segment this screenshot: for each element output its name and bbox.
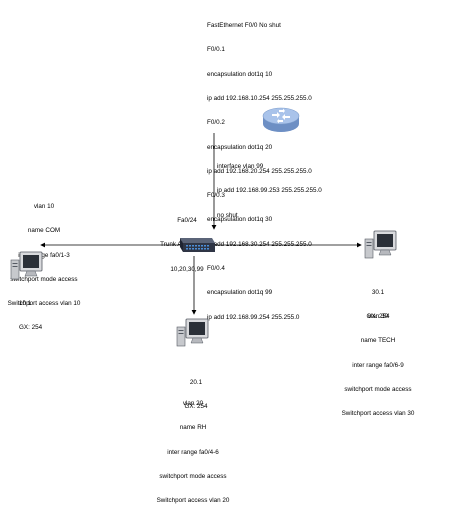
connection-lines xyxy=(40,133,362,315)
router-icon[interactable] xyxy=(262,107,300,133)
pc-gateway: GX: 254 xyxy=(366,313,390,321)
vlan-line: Switchport access vlan 30 xyxy=(341,410,415,418)
switch-mgmt-line: no shut xyxy=(217,211,238,219)
bottom-vlan-config: vlan 20 name RH inter range fa0/4-6 swit… xyxy=(145,384,241,514)
bottom-pc-address: 20.1 GX: 254 xyxy=(176,363,216,420)
left-pc-address: 10.1 GX: 254 xyxy=(19,284,42,341)
vlan-line: switchport mode access xyxy=(159,473,227,481)
vlan-line: vlan 20 xyxy=(182,400,204,408)
vlan-line: name COM xyxy=(27,227,61,235)
router-config-line: encapsulation dot1q 99 xyxy=(207,289,273,297)
router-config-line: ip add 192.168.10.254 255.255.255.0 xyxy=(207,95,312,103)
vlan-line: Switchport access vlan 10 xyxy=(7,300,81,308)
trunk-vlans: 10,20,30,99 xyxy=(170,265,204,273)
pc-icon[interactable] xyxy=(364,230,398,260)
vlan-line: vlan 10 xyxy=(33,203,55,211)
router-config-line: F0/0.1 xyxy=(207,46,225,54)
pc-icon[interactable] xyxy=(176,318,210,348)
right-vlan-config: vlan 30 name TECH inter range fa0/6-9 sw… xyxy=(330,297,426,427)
router-config-line: FastEthernet F0/0 No shut xyxy=(207,22,281,30)
router-config-line: F0/0.2 xyxy=(207,119,225,127)
router-config-line: encapsulation dot1q 10 xyxy=(207,70,273,78)
vlan-line: switchport mode access xyxy=(10,276,78,284)
right-pc-address: 30.1 GX: 254 xyxy=(358,273,398,330)
pc-ip: 10.1 xyxy=(19,300,32,308)
router-config-line: ip add 192.168.99.254 255.255.0 xyxy=(207,313,300,321)
vlan-line: Switchport access vlan 20 xyxy=(156,497,230,505)
vlan-line: name TECH xyxy=(360,337,396,345)
vlan-line: inter range fa0/4-6 xyxy=(167,448,219,456)
vlan-line: inter range fa0/6-9 xyxy=(352,361,404,369)
switch-mgmt-line: interface vlan 99 xyxy=(217,163,264,171)
trunk-port: Fa0/24 xyxy=(177,217,197,225)
pc-icon[interactable] xyxy=(10,251,44,281)
switch-mgmt-block: interface vlan 99 ip add 192.168.99.253 … xyxy=(217,147,322,228)
vlan-line: vlan 30 xyxy=(367,313,389,321)
pc-ip: 20.1 xyxy=(189,379,203,387)
switch-icon[interactable] xyxy=(176,235,216,257)
pc-ip: 30.1 xyxy=(371,289,385,297)
router-config-line: encapsulation dot1q 20 xyxy=(207,143,273,151)
router-config-line: encapsulation dot1q 30 xyxy=(207,216,273,224)
router-config-line: ip add 192.168.20.254 255.255.255.0 xyxy=(207,167,312,175)
switch-mgmt-line: ip add 192.168.99.253 255.255.255.0 xyxy=(217,187,322,195)
router-config-block: FastEthernet F0/0 No shut F0/0.1 encapsu… xyxy=(207,6,312,330)
vlan-line: switchport mode access xyxy=(344,386,412,394)
pc-gateway: GX: 254 xyxy=(184,403,208,411)
router-config-line: F0/0.3 xyxy=(207,192,225,200)
router-config-line: F0/0.4 xyxy=(207,265,225,272)
pc-gateway: GX: 254 xyxy=(19,324,43,332)
